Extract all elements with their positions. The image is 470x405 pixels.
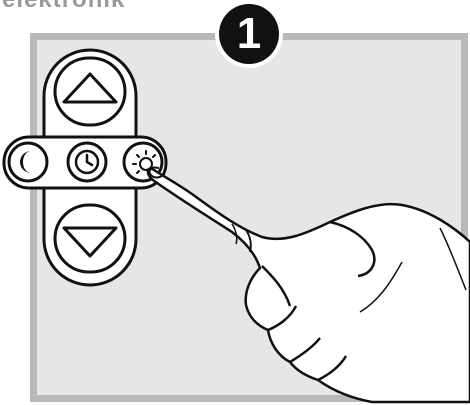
night-mode-button[interactable] [9, 143, 47, 181]
step-number-badge: 1 [219, 4, 279, 64]
pointing-hand-icon [148, 168, 470, 402]
auto-clock-button[interactable] [68, 143, 106, 181]
up-button[interactable] [55, 58, 125, 125]
down-button[interactable] [55, 205, 125, 272]
clock-icon [76, 151, 98, 173]
